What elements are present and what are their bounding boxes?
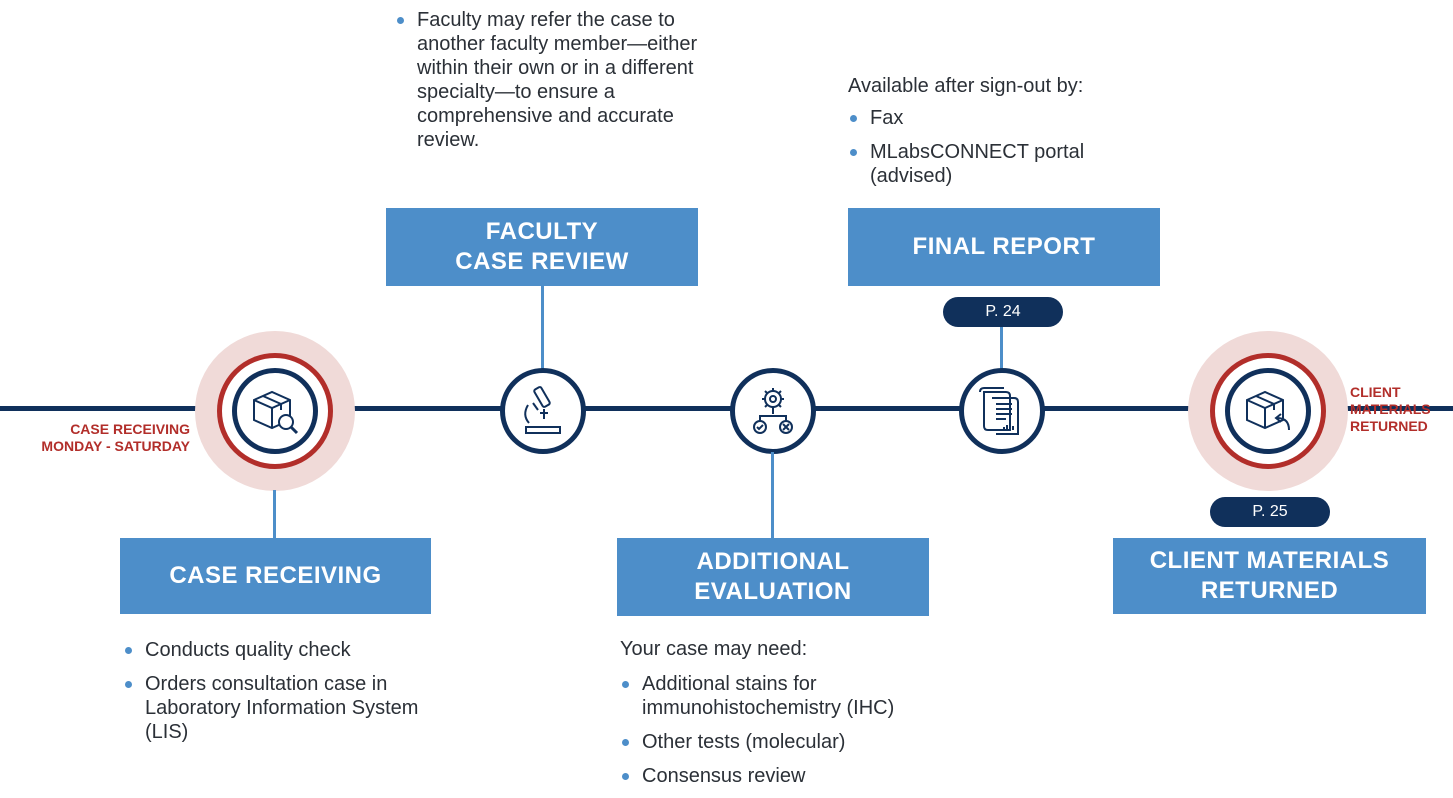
additional-evaluation-intro: Your case may need: <box>620 638 808 660</box>
case-receiving-box: CASE RECEIVING <box>120 538 431 614</box>
final-report-page-ref: P. 24 <box>943 297 1063 327</box>
faculty-review-bullets: Faculty may refer the case to another fa… <box>395 8 715 162</box>
faculty-review-node <box>500 368 586 454</box>
client-materials-node <box>1225 368 1311 454</box>
additional-evaluation-box: ADDITIONAL EVALUATION <box>617 538 929 616</box>
additional-evaluation-title-line2: EVALUATION <box>694 578 852 605</box>
list-item: Orders consultation case in Laboratory I… <box>123 672 423 744</box>
list-item: Fax <box>848 106 1108 130</box>
case-receiving-side-label: CASE RECEIVING MONDAY - SATURDAY <box>41 421 190 454</box>
client-materials-side-label: CLIENT MATERIALS RETURNED <box>1350 384 1431 434</box>
faculty-review-connector <box>541 286 544 370</box>
client-materials-title-line1: CLIENT MATERIALS <box>1149 547 1390 574</box>
additional-evaluation-connector <box>771 452 774 538</box>
final-report-connector <box>1000 327 1003 370</box>
final-report-node <box>959 368 1045 454</box>
list-item: Other tests (molecular) <box>620 730 950 754</box>
case-receiving-title: CASE RECEIVING <box>169 562 382 589</box>
list-item: Faculty may refer the case to another fa… <box>395 8 715 152</box>
package-return-icon <box>1246 390 1290 431</box>
case-receiving-node <box>232 368 318 454</box>
list-item: Conducts quality check <box>123 638 423 662</box>
final-report-title: FINAL REPORT <box>912 233 1096 260</box>
case-receiving-connector <box>273 490 276 538</box>
faculty-review-title-line2: CASE REVIEW <box>455 248 629 275</box>
list-item: Additional stains for immunohistochemist… <box>620 672 950 720</box>
final-report-intro: Available after sign-out by: <box>848 75 1084 97</box>
client-materials-page-ref: P. 25 <box>1210 497 1330 527</box>
additional-evaluation-title-line1: ADDITIONAL <box>696 548 850 575</box>
gear-check-cross-icon <box>753 388 793 434</box>
faculty-review-title-line1: FACULTY <box>485 218 599 245</box>
final-report-bullets: Fax MLabsCONNECT portal (advised) <box>848 106 1108 198</box>
case-receiving-bullets: Conducts quality check Orders consultati… <box>123 638 423 754</box>
report-document-icon <box>979 387 1019 435</box>
package-magnifier-icon <box>253 390 299 435</box>
list-item: Consensus review <box>620 764 950 788</box>
final-report-box: FINAL REPORT <box>848 208 1160 286</box>
additional-evaluation-bullets: Additional stains for immunohistochemist… <box>620 672 950 798</box>
microscope-icon <box>524 386 561 434</box>
faculty-review-box: FACULTY CASE REVIEW <box>386 208 698 286</box>
client-materials-title-line2: RETURNED <box>1200 577 1339 604</box>
timeline-line <box>0 406 1453 411</box>
additional-evaluation-node <box>730 368 816 454</box>
list-item: MLabsCONNECT portal (advised) <box>848 140 1108 188</box>
client-materials-box: CLIENT MATERIALS RETURNED <box>1113 538 1426 614</box>
